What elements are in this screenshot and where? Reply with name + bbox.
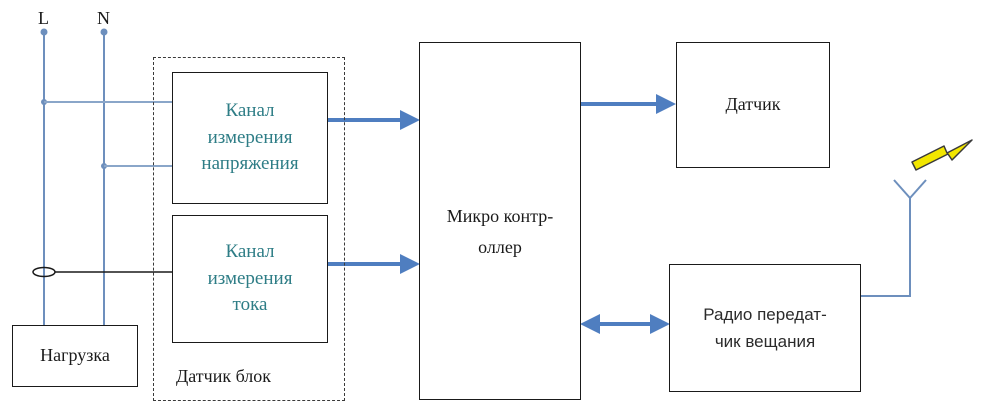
terminal-label-n: N (97, 8, 110, 28)
arrow-current-to-mcu-head (400, 254, 420, 274)
arrow-mcu-radio-head-right (650, 314, 670, 334)
antenna-icon (860, 179, 927, 297)
neutral-bus (100, 28, 108, 326)
terminal-label-l: L (38, 8, 49, 28)
sensor-block-group (153, 57, 345, 401)
sensor-label: Датчик (725, 94, 781, 115)
radio-transmitter-box: Радио передат- чик вещания (669, 264, 861, 392)
arrow-voltage-to-mcu-head (400, 110, 420, 130)
voltage-channel-box: Канал измерения напряжения (172, 72, 328, 204)
arrow-mcu-radio-head-left (580, 314, 600, 334)
radio-transmitter-label: Радио передат- чик вещания (703, 304, 827, 351)
microcontroller-label: Микро контр- оллер (446, 206, 554, 257)
microcontroller-box: Микро контр- оллер (419, 42, 581, 400)
load-label: Нагрузка (40, 345, 110, 366)
load-box: Нагрузка (12, 325, 138, 387)
current-channel-label: Канал измерения тока (207, 240, 293, 316)
current-channel-box: Канал измерения тока (172, 215, 328, 343)
arrow-mcu-to-sensor-head (656, 94, 676, 114)
lightning-icon (911, 139, 973, 171)
sensor-block-label: Датчик блок (176, 366, 272, 386)
line-bus (40, 28, 48, 326)
voltage-channel-label: Канал измерения напряжения (201, 99, 299, 175)
sensor-box: Датчик (676, 42, 830, 168)
